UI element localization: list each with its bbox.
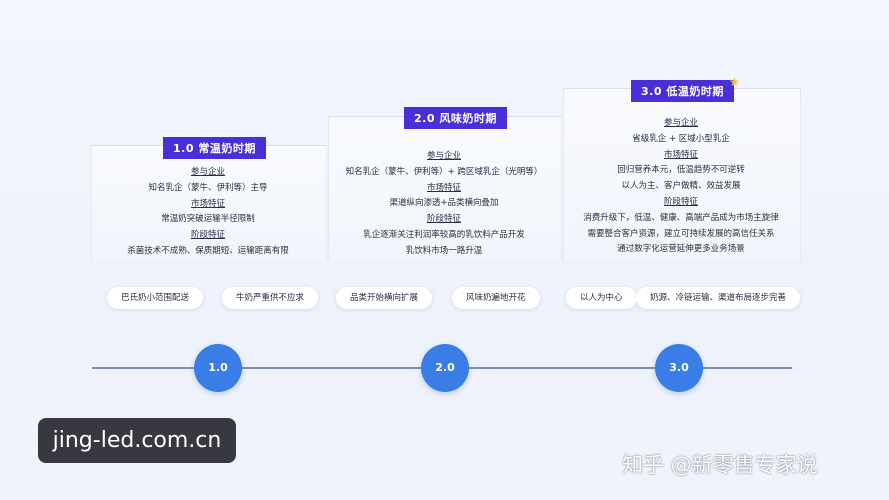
event-pill-6: 奶源、冷链运输、渠道布局逐步完善 xyxy=(636,287,801,309)
stage-3-heading-phase: 阶段特征 xyxy=(663,196,698,207)
stage-1-heading-market: 市场特征 xyxy=(190,198,225,209)
stage-2-heading-phase: 阶段特征 xyxy=(426,214,461,225)
stage-2-badge: 2.0 风味奶时期 xyxy=(404,107,507,129)
stage-3-companies: 省级乳企 + 区域小型乳企 xyxy=(632,133,730,144)
stage-2-heading-market: 市场特征 xyxy=(426,182,461,193)
stage-2-heading-companies: 参与企业 xyxy=(426,151,461,161)
site-watermark: jing-led.com.cn xyxy=(38,418,236,463)
stage-2-panel xyxy=(328,116,562,261)
stage-1-market: 常温奶突破运输半径限制 xyxy=(161,214,255,225)
stage-1-details: 参与企业 知名乳企（蒙牛、伊利等）主导 市场特征 常温奶突破运输半径限制 阶段特… xyxy=(91,165,325,260)
timeline-node-1: 1.0 xyxy=(194,344,242,392)
stage-3-phase-3: 通过数字化运营延伸更多业务场景 xyxy=(617,244,745,255)
event-pill-2: 牛奶严重供不应求 xyxy=(222,287,319,309)
star-icon: ★ xyxy=(729,75,740,89)
stage-1-companies: 知名乳企（蒙牛、伊利等）主导 xyxy=(148,182,268,193)
event-pill-5: 以人为中心 xyxy=(566,287,637,309)
event-pill-4: 风味奶遍地开花 xyxy=(452,287,540,309)
stage-2-phase-2: 乳饮料市场一路升温 xyxy=(405,245,483,256)
stage-2-market: 渠道纵向渗透+品类横向叠加 xyxy=(389,198,499,209)
stage-1-phase: 杀菌技术不成熟、保质期短、运输距离有限 xyxy=(127,245,289,256)
stage-3-phase-2: 需要整合客户资源，建立可持续发展的高信任关系 xyxy=(587,228,775,239)
author-watermark: 知乎 @新零售专家说 xyxy=(622,453,818,477)
stage-2-phase-1: 乳企逐渐关注利润率较高的乳饮料产品开发 xyxy=(363,229,525,240)
stage-3-heading-companies: 参与企业 xyxy=(663,118,698,128)
stage-2-details: 参与企业 知名乳企（蒙牛、伊利等）+ 跨区域乳企（光明等） 市场特征 渠道纵向渗… xyxy=(328,149,560,260)
event-pill-1: 巴氏奶小范围配送 xyxy=(107,287,204,309)
stage-1-badge: 1.0 常温奶时期 xyxy=(163,137,266,159)
stage-3-heading-market: 市场特征 xyxy=(663,149,698,160)
timeline-node-3: 3.0 xyxy=(655,344,703,392)
stage-1-heading-phase: 阶段特征 xyxy=(190,230,225,241)
event-pill-3: 品类开始横向扩展 xyxy=(336,287,433,309)
stage-3-phase-1: 消费升级下，低温、健康、高端产品成为市场主旋律 xyxy=(583,212,779,223)
stage-1-heading-companies: 参与企业 xyxy=(190,167,225,177)
stage-3-market-1: 回归营养本元，低温趋势不可逆转 xyxy=(617,165,745,176)
stage-1-panel xyxy=(91,145,327,261)
stage-3-market-2: 以人为主、客户做精、效益发展 xyxy=(621,181,741,192)
stage-3-badge: 3.0 低温奶时期 xyxy=(631,80,734,102)
stage-2-companies: 知名乳企（蒙牛、伊利等）+ 跨区域乳企（光明等） xyxy=(345,166,543,177)
stage-3-details: 参与企业 省级乳企 + 区域小型乳企 市场特征 回归营养本元，低温趋势不可逆转 … xyxy=(563,116,799,258)
timeline-node-2: 2.0 xyxy=(421,344,469,392)
